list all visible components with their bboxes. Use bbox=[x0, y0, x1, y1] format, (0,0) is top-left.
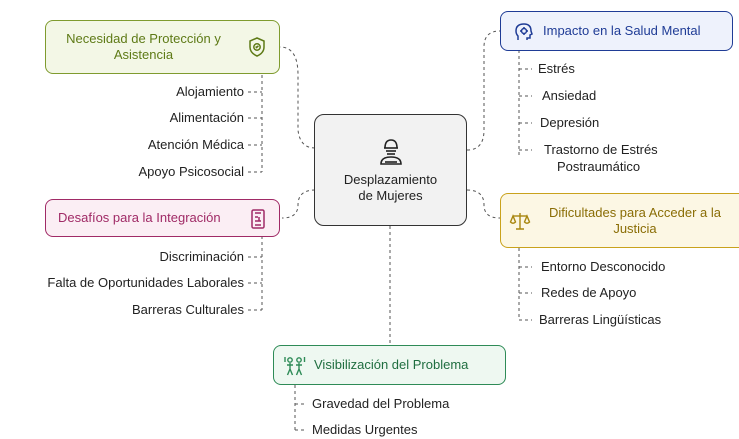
branch-integracion: Desafíos para la Integración bbox=[45, 199, 280, 237]
masked-person-icon bbox=[379, 139, 402, 165]
door-icon bbox=[249, 208, 267, 230]
justicia-item: Redes de Apoyo bbox=[541, 285, 637, 300]
proteccion-item: Alojamiento bbox=[176, 84, 244, 99]
head-gear-icon bbox=[513, 21, 535, 43]
scales-icon bbox=[509, 210, 531, 232]
branch-visibilizacion-title: Visibilización del Problema bbox=[314, 357, 469, 372]
salud-item: Depresión bbox=[540, 115, 600, 130]
justicia-item: Entorno Desconocido bbox=[541, 259, 666, 274]
branch-justicia-title-line2: Justicia bbox=[613, 220, 657, 236]
integracion-item: Barreras Culturales bbox=[132, 302, 244, 317]
salud-item: Trastorno de Estrés bbox=[544, 142, 658, 157]
central-node-label-line2: de Mujeres bbox=[358, 188, 423, 203]
branch-proteccion-title-line2: Asistencia bbox=[113, 47, 174, 62]
visibilizacion-item: Gravedad del Problema bbox=[312, 396, 450, 411]
branch-salud: Impacto en la Salud Mental bbox=[500, 11, 733, 51]
central-node-label-line1: Desplazamiento bbox=[343, 172, 438, 187]
connector-center-proteccion bbox=[279, 46, 316, 149]
justicia-item: Barreras Lingüísticas bbox=[539, 312, 662, 327]
salud-item: Ansiedad bbox=[542, 88, 597, 103]
branch-justicia-title-line1: Dificultades para Acceder a la bbox=[549, 204, 721, 220]
integracion-item: Falta de Oportunidades Laborales bbox=[47, 275, 244, 290]
branch-proteccion-title-line1: Necesidad de Protección y bbox=[66, 31, 221, 46]
visibilizacion-item: Medidas Urgentes bbox=[312, 422, 418, 437]
branch-justicia: Dificultades para Acceder a la Justicia bbox=[500, 193, 739, 248]
proteccion-item: Apoyo Psicosocial bbox=[138, 164, 245, 179]
shield-icon bbox=[247, 36, 267, 58]
connector-center-justicia bbox=[466, 189, 501, 219]
connector-center-integracion bbox=[281, 189, 316, 219]
people-icon bbox=[284, 355, 306, 377]
branch-integracion-title: Desafíos para la Integración bbox=[58, 210, 221, 225]
connector-center-salud bbox=[466, 30, 501, 151]
proteccion-item: Alimentación bbox=[169, 110, 244, 125]
salud-item: Postraumático bbox=[557, 159, 641, 174]
integracion-item: Discriminación bbox=[159, 249, 244, 264]
proteccion-item: Atención Médica bbox=[147, 137, 244, 152]
salud-item: Estrés bbox=[538, 61, 575, 76]
central-node: Desplazamiento de Mujeres bbox=[314, 114, 467, 226]
branch-proteccion: Necesidad de Protección y Asistencia bbox=[45, 20, 280, 74]
branch-salud-title: Impacto en la Salud Mental bbox=[543, 23, 701, 38]
branch-visibilizacion: Visibilización del Problema bbox=[273, 345, 506, 385]
